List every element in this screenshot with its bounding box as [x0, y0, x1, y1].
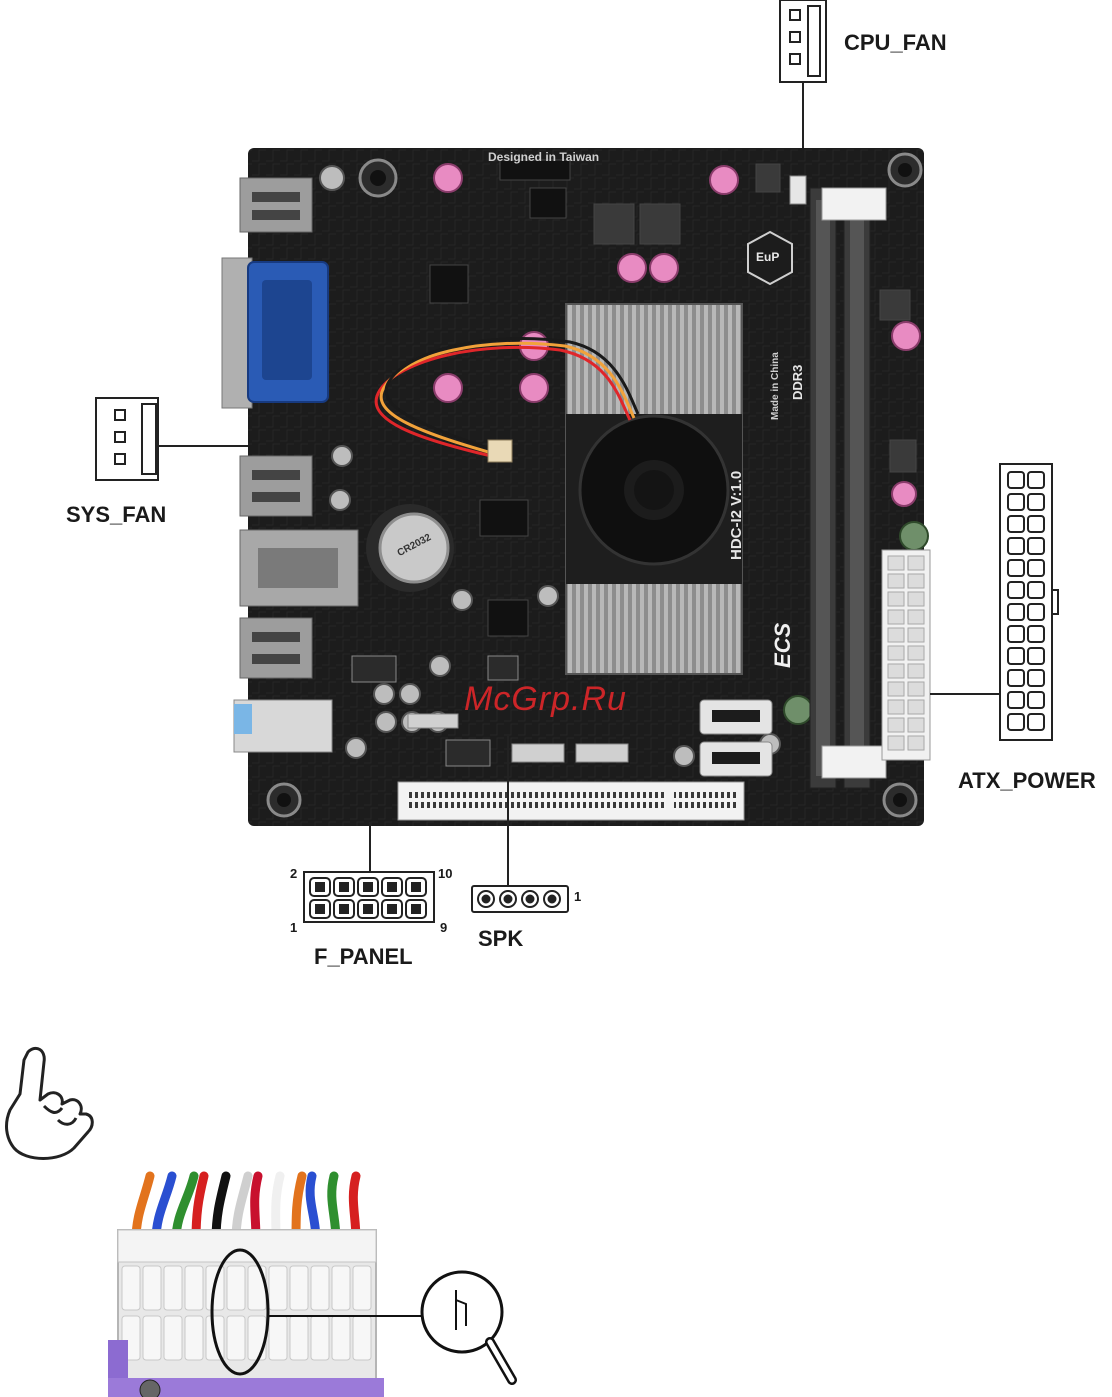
atx-plug-photo [108, 1176, 384, 1397]
plug-cell [353, 1316, 371, 1360]
silkscreen-designed-in-taiwan: Designed in Taiwan [488, 150, 599, 164]
plug-cell [269, 1266, 287, 1310]
usb-port-top [240, 178, 312, 232]
atx-power-on-board [882, 550, 930, 760]
plug-cell [248, 1316, 266, 1360]
f-panel-pin-dot [316, 905, 324, 913]
usb-port-bottom [240, 618, 312, 678]
f-panel-pin-dot [340, 883, 348, 891]
atx-pin-cell [1008, 494, 1024, 510]
lan-port [240, 530, 358, 606]
atx-power-connector-icon [1000, 464, 1058, 740]
spk-pin-dot [483, 896, 490, 903]
atx-pin-cell [1028, 604, 1044, 620]
atx-pin-cell [1008, 472, 1024, 488]
plug-cell [311, 1316, 329, 1360]
f-panel-pin-dot [340, 905, 348, 913]
atx-pin-cell [1008, 648, 1024, 664]
plug-cell [290, 1316, 308, 1360]
pci-slot [398, 782, 744, 820]
atx-pin-cell [1028, 670, 1044, 686]
usb-port-middle [240, 456, 312, 516]
atx-pin-cell [1008, 582, 1024, 598]
silkscreen-brand: ECS [770, 623, 796, 668]
cpu-fan-label: CPU_FAN [844, 30, 947, 56]
f-panel-pin-9: 9 [440, 920, 447, 935]
spk-pin-dot [549, 896, 556, 903]
atx-pin-cell [1028, 560, 1044, 576]
plug-cell [185, 1266, 203, 1310]
plug-cell [332, 1316, 350, 1360]
atx-pin-cell [1028, 692, 1044, 708]
atx-pin-cell [1028, 494, 1044, 510]
f-panel-pin-1: 1 [290, 920, 297, 935]
plug-cell [143, 1316, 161, 1360]
atx-pin-cell [1028, 714, 1044, 730]
f-panel-label: F_PANEL [314, 944, 413, 970]
cpu-heatsink [566, 304, 742, 674]
atx-pin-cell [1028, 516, 1044, 532]
plug-cell [185, 1316, 203, 1360]
f-panel-pin-dot [412, 883, 420, 891]
cpu-fan-header-icon [780, 0, 826, 82]
audio-jacks [234, 700, 332, 752]
atx-pin-cell [1008, 538, 1024, 554]
silkscreen-eup: EuP [756, 250, 779, 264]
f-panel-pin-2: 2 [290, 866, 297, 881]
atx-power-label: ATX_POWER [958, 768, 1096, 794]
plug-cell [290, 1266, 308, 1310]
spk-pin-dot [527, 896, 534, 903]
silkscreen-ddr3: DDR3 [790, 365, 805, 400]
sys-fan-header-icon [96, 398, 158, 480]
pointing-hand-icon [7, 1048, 93, 1158]
magnifier-icon [422, 1272, 512, 1380]
f-panel-pin-dot [412, 905, 420, 913]
f-panel-pin-dot [388, 905, 396, 913]
plug-cell [269, 1316, 287, 1360]
atx-pin-cell [1008, 604, 1024, 620]
plug-cell [227, 1266, 245, 1310]
sys-fan-label: SYS_FAN [66, 502, 166, 528]
sys-fan-header-on-board [488, 440, 512, 462]
plug-cell [248, 1266, 266, 1310]
plug-cell [332, 1266, 350, 1310]
f-panel-pin-dot [364, 905, 372, 913]
spk-header-icon [472, 886, 568, 912]
plug-cell [353, 1266, 371, 1310]
plug-cell [143, 1266, 161, 1310]
atx-pin-cell [1028, 648, 1044, 664]
f-panel-pin-10: 10 [438, 866, 452, 881]
atx-pin-cell [1028, 582, 1044, 598]
f-panel-pin-dot [316, 883, 324, 891]
plug-cell [164, 1266, 182, 1310]
silkscreen-model: HDC-I2 V:1.0 [728, 471, 745, 560]
atx-pin-cell [1008, 560, 1024, 576]
vga-port [222, 258, 328, 408]
spk-label: SPK [478, 926, 523, 952]
f-panel-pin-dot [364, 883, 372, 891]
plug-cell [227, 1316, 245, 1360]
atx-pin-cell [1008, 516, 1024, 532]
spk-pin-1: 1 [574, 889, 581, 904]
f-panel-pin-dot [388, 883, 396, 891]
plug-cell [122, 1266, 140, 1310]
cpu-fan-header-on-board [790, 176, 806, 204]
silkscreen-made-in: Made in China [770, 352, 781, 420]
atx-pin-cell [1008, 692, 1024, 708]
atx-pin-cell [1008, 626, 1024, 642]
atx-pin-cell [1008, 714, 1024, 730]
plug-cell [164, 1316, 182, 1360]
atx-pin-cell [1028, 538, 1044, 554]
f-panel-header-icon [304, 872, 434, 922]
atx-pin-cell [1028, 626, 1044, 642]
atx-pin-cell [1028, 472, 1044, 488]
spk-pin-dot [505, 896, 512, 903]
atx-pin-cell [1008, 670, 1024, 686]
plug-cell [311, 1266, 329, 1310]
watermark: McGrp.Ru [464, 680, 627, 719]
